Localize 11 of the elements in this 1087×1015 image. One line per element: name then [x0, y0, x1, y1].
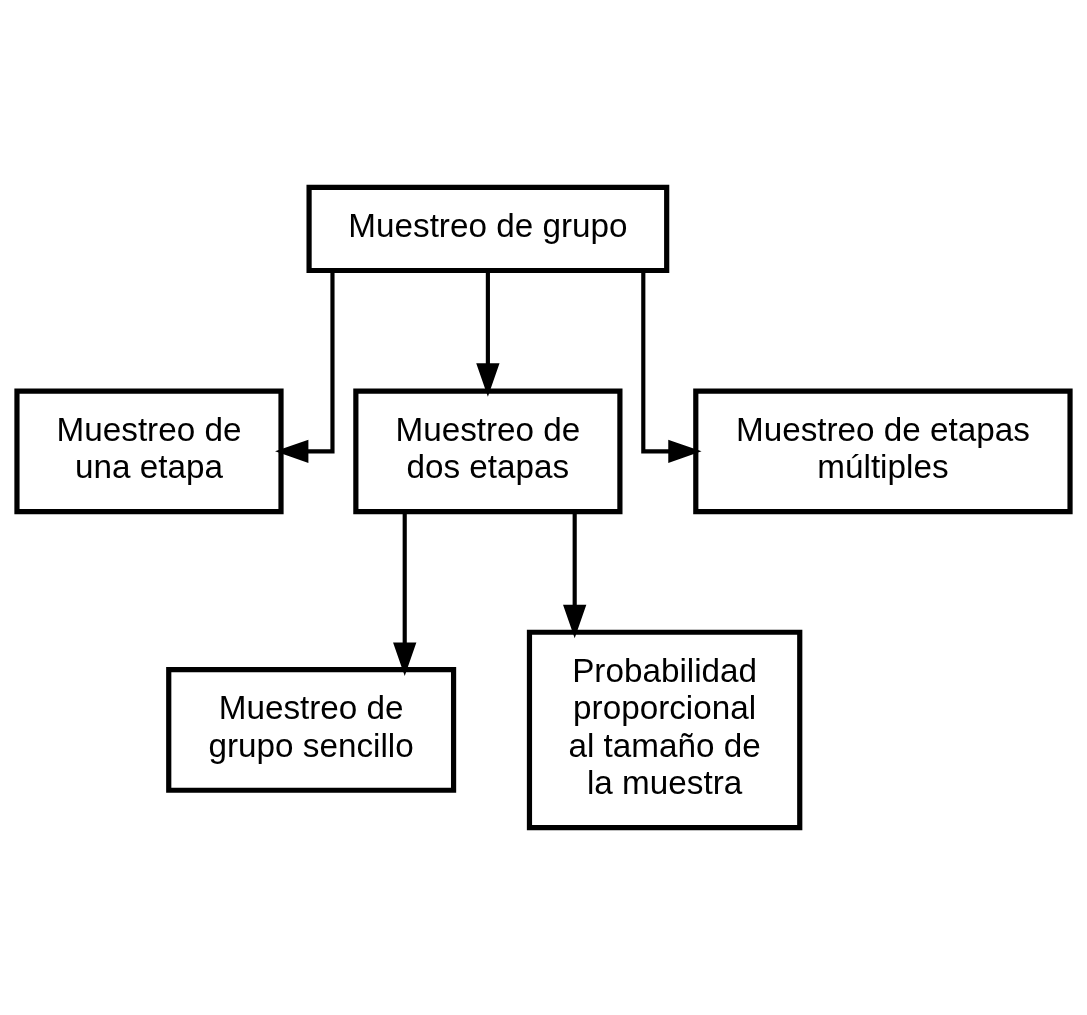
node-box: Muestreo de grupo	[306, 184, 670, 274]
arrow	[563, 511, 587, 639]
node-box: Muestreo de etapas múltiples	[693, 388, 1073, 515]
arrow	[275, 270, 335, 464]
arrow	[476, 270, 500, 397]
node-box: Muestreo de una etapa	[14, 388, 284, 515]
arrow	[393, 511, 417, 676]
arrow	[641, 270, 702, 464]
node-box: Muestreo de dos etapas	[353, 388, 623, 515]
node-box: Probabilidad proporcional al tamaño de la muestra	[526, 629, 803, 831]
node-box: Muestreo de grupo sencillo	[166, 667, 457, 793]
